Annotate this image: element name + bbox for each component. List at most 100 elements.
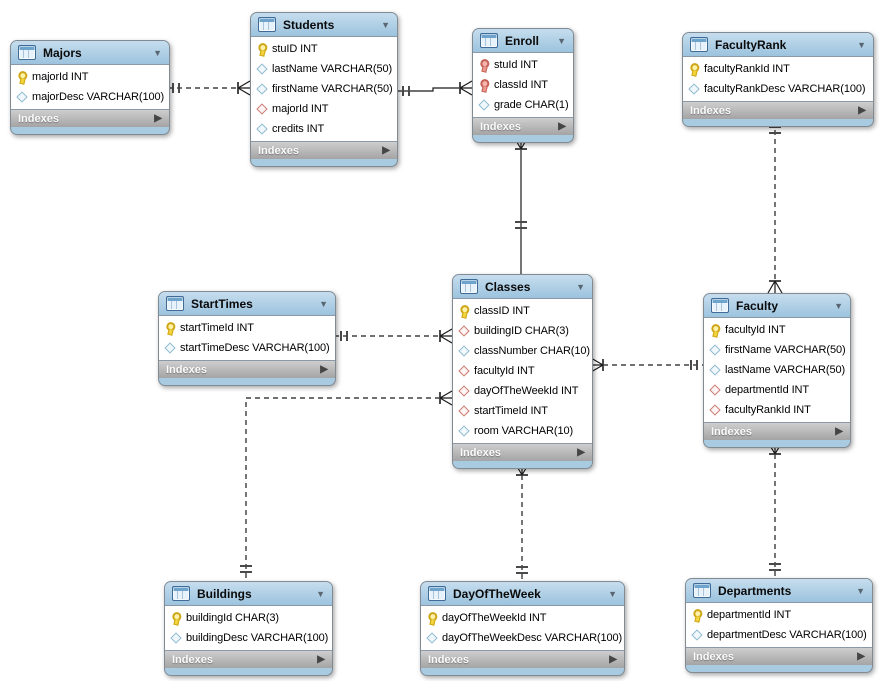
indexes-bar[interactable]: Indexes ▶ [704,423,850,440]
table-header[interactable]: Majors ▼ [11,41,169,64]
relationship-faculty-classes[interactable] [590,357,703,373]
relationship-classes-enroll[interactable] [513,136,529,274]
indexes-bar[interactable]: Indexes ▶ [453,444,592,461]
column-row[interactable]: lastName VARCHAR(50) [704,360,850,380]
column-row[interactable]: classID INT [453,301,592,321]
column-row[interactable]: grade CHAR(1) [473,95,573,115]
column-row[interactable]: facultyId INT [704,320,850,340]
column-row[interactable]: facultyRankDesc VARCHAR(100) [683,79,873,99]
relationship-dayoftheweek-classes[interactable] [514,462,530,581]
indexes-bar[interactable]: Indexes ▶ [11,110,169,127]
expand-arrow-icon[interactable]: ▶ [858,105,866,116]
column-label: startTimeDesc VARCHAR(100) [180,342,330,354]
column-row[interactable]: classId INT [473,75,573,95]
table-header[interactable]: StartTimes ▼ [159,292,335,315]
collapse-caret-icon[interactable]: ▼ [557,35,566,46]
indexes-bar[interactable]: Indexes ▶ [686,648,872,665]
column-row[interactable]: departmentDesc VARCHAR(100) [686,625,872,645]
indexes-bar[interactable]: Indexes ▶ [683,102,873,119]
collapse-caret-icon[interactable]: ▼ [576,281,585,292]
column-row[interactable]: firstName VARCHAR(50) [704,340,850,360]
table-header[interactable]: DayOfTheWeek ▼ [421,582,624,605]
column-row[interactable]: classNumber CHAR(10) [453,341,592,361]
table-header[interactable]: Students ▼ [251,13,397,36]
indexes-bar[interactable]: Indexes ▶ [421,651,624,668]
column-row[interactable]: majorId INT [11,67,169,87]
column-row[interactable]: buildingID CHAR(3) [453,321,592,341]
column-row[interactable]: credits INT [251,119,397,139]
table-header[interactable]: Buildings ▼ [165,582,332,605]
table-header[interactable]: Classes ▼ [453,275,592,298]
column-row[interactable]: room VARCHAR(10) [453,421,592,441]
column-row[interactable]: stuID INT [251,39,397,59]
column-row[interactable]: departmentId INT [686,605,872,625]
collapse-caret-icon[interactable]: ▼ [153,47,162,58]
column-row[interactable]: facultyRankId INT [683,59,873,79]
table-title: Faculty [736,298,779,313]
expand-arrow-icon[interactable]: ▶ [382,145,390,156]
collapse-caret-icon[interactable]: ▼ [316,588,325,599]
indexes-bar[interactable]: Indexes ▶ [159,361,335,378]
table-header[interactable]: Enroll ▼ [473,29,573,52]
relationship-departments-faculty[interactable] [767,441,783,578]
relationship-starttimes-classes[interactable] [334,328,453,344]
column-row[interactable]: majorDesc VARCHAR(100) [11,87,169,107]
table-buildings[interactable]: Buildings ▼ buildingId CHAR(3)buildingDe… [164,581,333,676]
expand-arrow-icon[interactable]: ▶ [835,426,843,437]
collapse-caret-icon[interactable]: ▼ [381,19,390,30]
column-row[interactable]: startTimeId INT [159,318,335,338]
collapse-caret-icon[interactable]: ▼ [856,585,865,596]
table-header[interactable]: FacultyRank ▼ [683,33,873,56]
column-row[interactable]: buildingId CHAR(3) [165,608,332,628]
indexes-bar[interactable]: Indexes ▶ [473,118,573,135]
expand-arrow-icon[interactable]: ▶ [320,364,328,375]
expand-arrow-icon[interactable]: ▶ [857,651,865,662]
relationship-facultyrank-faculty[interactable] [767,121,783,294]
collapse-caret-icon[interactable]: ▼ [319,298,328,309]
indexes-bar[interactable]: Indexes ▶ [251,142,397,159]
relationship-buildings-classes[interactable] [240,390,453,581]
column-row[interactable]: firstName VARCHAR(50) [251,79,397,99]
expand-arrow-icon[interactable]: ▶ [154,113,162,124]
table-header[interactable]: Departments ▼ [686,579,872,602]
column-row[interactable]: majorId INT [251,99,397,119]
column-row[interactable]: buildingDesc VARCHAR(100) [165,628,332,648]
column-row[interactable]: dayOfTheWeekId INT [421,608,624,628]
column-list: buildingId CHAR(3)buildingDesc VARCHAR(1… [165,605,332,651]
column-row[interactable]: lastName VARCHAR(50) [251,59,397,79]
collapse-caret-icon[interactable]: ▼ [608,588,617,599]
column-diamond-icon [708,343,722,357]
collapse-caret-icon[interactable]: ▼ [834,300,843,311]
table-header[interactable]: Faculty ▼ [704,294,850,317]
relationship-students-enroll[interactable] [396,80,473,96]
expand-arrow-icon[interactable]: ▶ [577,447,585,458]
indexes-bar[interactable]: Indexes ▶ [165,651,332,668]
expand-arrow-icon[interactable]: ▶ [558,121,566,132]
collapse-caret-icon[interactable]: ▼ [857,39,866,50]
column-row[interactable]: facultyRankId INT [704,400,850,420]
column-row[interactable]: startTimeDesc VARCHAR(100) [159,338,335,358]
primary-key-icon [424,610,441,627]
expand-arrow-icon[interactable]: ▶ [317,654,325,665]
table-icon [480,33,498,48]
column-row[interactable]: stuId INT [473,55,573,75]
column-row[interactable]: dayOfTheWeekDesc VARCHAR(100) [421,628,624,648]
column-row[interactable]: startTimeId INT [453,401,592,421]
foreign-key-icon [457,404,471,418]
column-row[interactable]: departmentId INT [704,380,850,400]
table-starttimes[interactable]: StartTimes ▼ startTimeId INT startTimeDes… [158,291,336,386]
column-row[interactable]: dayOfTheWeekId INT [453,381,592,401]
expand-arrow-icon[interactable]: ▶ [609,654,617,665]
column-row[interactable]: facultyId INT [453,361,592,381]
relationship-majors-students[interactable] [168,80,251,96]
